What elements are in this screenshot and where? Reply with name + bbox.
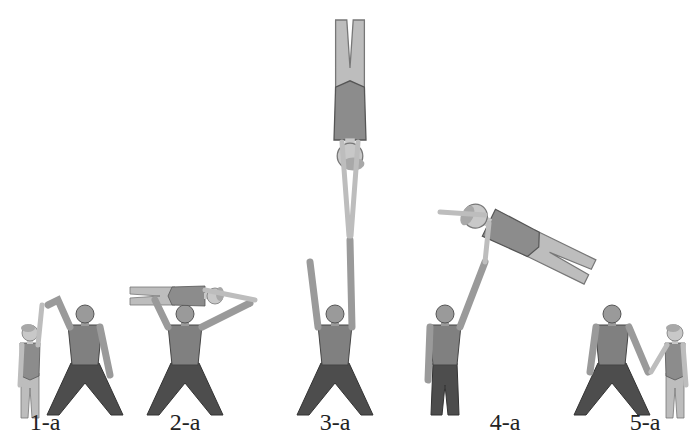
figure-1 [20, 300, 123, 418]
stage-label: 2-a [170, 410, 201, 434]
stage-label: 3-a [320, 410, 351, 434]
figure-4 [428, 197, 597, 415]
figure-2 [130, 286, 255, 415]
figure-5 [574, 305, 686, 418]
stage-label: 4-a [490, 410, 521, 434]
stage-label: 1-a [30, 410, 61, 434]
figure-3 [297, 20, 373, 415]
stage-label: 5-a [630, 410, 661, 434]
